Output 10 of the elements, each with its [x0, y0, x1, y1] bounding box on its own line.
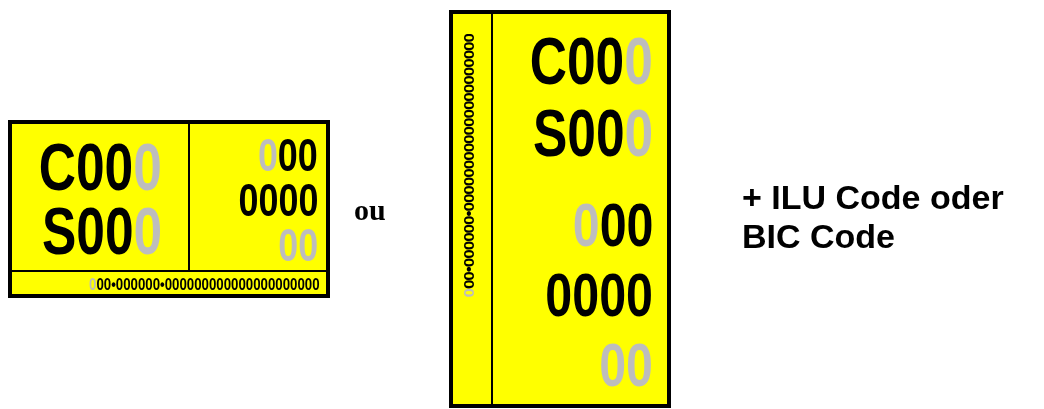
code-panel [491, 12, 669, 406]
note-text: + ILU Code oder BIC Code [742, 178, 1004, 257]
code-panel [451, 12, 493, 406]
code-text: 000•000000•000000000000000000000 [89, 276, 320, 293]
ou-text: ou [354, 193, 386, 227]
code-panel [10, 270, 328, 296]
code-panel [188, 122, 328, 272]
placard-plate [449, 10, 671, 408]
placard-plate [8, 120, 330, 298]
code-panel [10, 122, 190, 272]
